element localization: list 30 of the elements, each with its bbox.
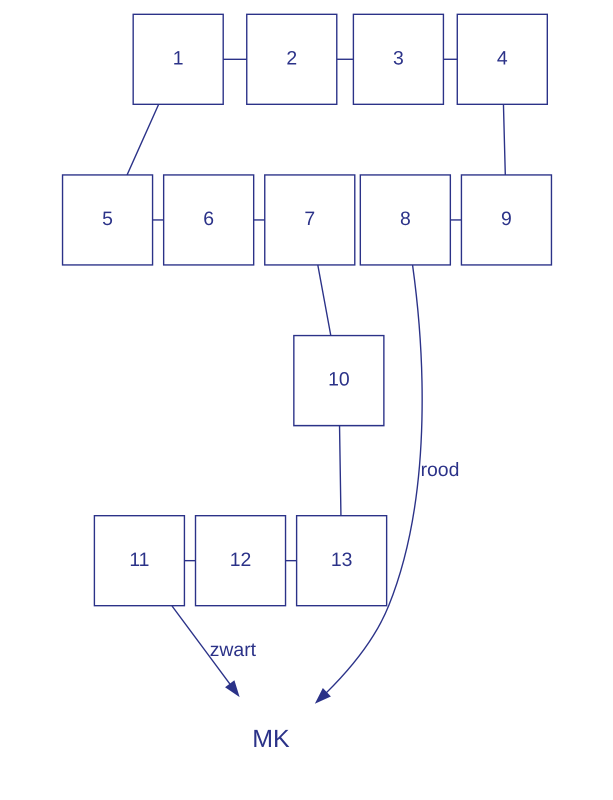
node-box: 11 xyxy=(93,514,185,606)
node-box: 5 xyxy=(61,174,153,266)
node-box: 12 xyxy=(194,514,286,606)
connector xyxy=(316,265,331,336)
connector xyxy=(442,58,457,60)
connector xyxy=(450,219,461,221)
node-box: 7 xyxy=(264,174,355,266)
arrow xyxy=(314,265,422,704)
connector xyxy=(184,560,195,562)
node-box: 10 xyxy=(292,334,384,426)
node-box: 9 xyxy=(460,174,552,266)
node-box: 13 xyxy=(295,514,387,606)
connector xyxy=(285,560,296,562)
connector xyxy=(126,104,159,176)
arrow xyxy=(170,605,240,698)
edge-label: zwart xyxy=(209,638,256,661)
node-box: 3 xyxy=(352,14,444,105)
node-box: 6 xyxy=(162,174,254,266)
connector xyxy=(152,219,164,221)
node-box: 8 xyxy=(359,174,451,266)
connector xyxy=(222,58,246,60)
connector xyxy=(336,58,352,60)
connector xyxy=(253,219,264,221)
node-box: 2 xyxy=(246,14,337,105)
connector xyxy=(502,104,506,175)
connector xyxy=(338,426,342,516)
node-text: MK xyxy=(252,724,290,753)
node-box: 1 xyxy=(132,14,224,105)
edge-label: rood xyxy=(420,458,459,481)
node-box: 4 xyxy=(456,14,548,105)
